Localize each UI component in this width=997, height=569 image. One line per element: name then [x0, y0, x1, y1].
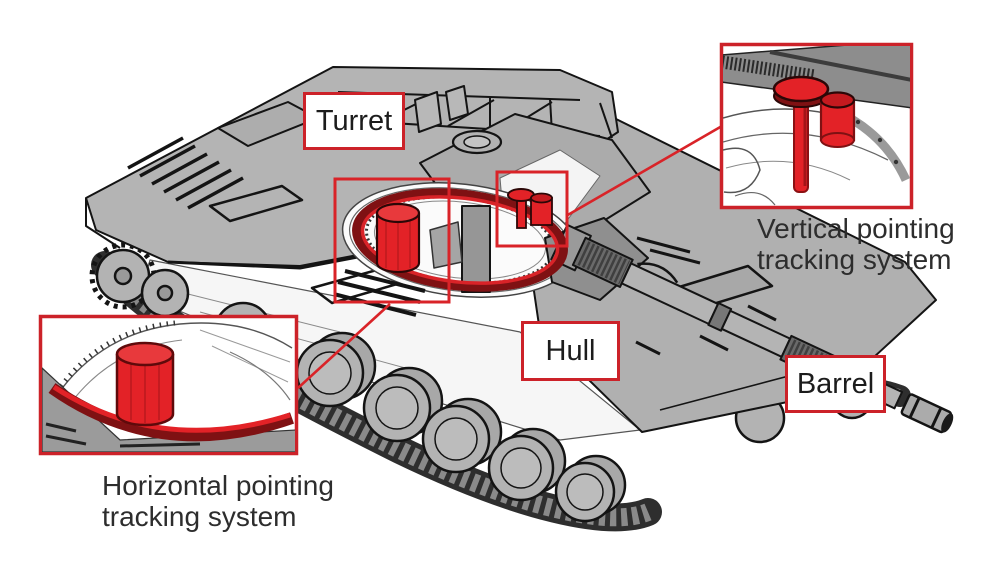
caption-horizontal-line2: tracking system: [102, 501, 297, 532]
road-wheels: [89, 242, 627, 523]
label-barrel-text: Barrel: [796, 367, 875, 400]
label-turret-text: Turret: [315, 104, 393, 137]
inset-horizontal-red-ring: [48, 383, 294, 442]
label-hull: Hull: [521, 321, 620, 381]
inset-vertical-red-device: [772, 75, 856, 193]
label-hull-text: Hull: [545, 334, 596, 367]
road-wheel: [362, 366, 444, 443]
callout-line-horizontal: [297, 303, 391, 389]
turret-ring-highlight: [352, 188, 568, 292]
road-wheel: [554, 454, 627, 523]
vertical-system-device: [507, 188, 553, 229]
caption-vertical-line1: Vertical pointing: [757, 213, 955, 244]
label-turret: Turret: [303, 92, 405, 150]
surface-dashes: [635, 236, 777, 356]
muzzle-tip: [900, 393, 954, 434]
road-wheel: [487, 427, 567, 502]
caption-horizontal-line1: Horizontal pointing: [102, 470, 334, 501]
caption-vertical-line2: tracking system: [757, 244, 952, 275]
caption-vertical-system: Vertical pointing tracking system: [757, 213, 955, 275]
highlight-box-horizontal: [333, 177, 451, 304]
inset-horizontal-system: [38, 314, 299, 456]
inset-horizontal-red-cylinder: [115, 341, 175, 427]
inset-vertical-system: [719, 42, 914, 210]
red-highlights: [297, 124, 723, 389]
label-barrel: Barrel: [785, 355, 886, 413]
road-wheel: [295, 331, 377, 408]
highlight-box-vertical: [495, 170, 569, 248]
callout-line-vertical: [565, 124, 723, 218]
road-wheel: [421, 397, 503, 474]
caption-horizontal-system: Horizontal pointing tracking system: [102, 470, 334, 532]
engine-grille: [127, 136, 244, 210]
horizontal-system-cylinder: [375, 202, 421, 274]
